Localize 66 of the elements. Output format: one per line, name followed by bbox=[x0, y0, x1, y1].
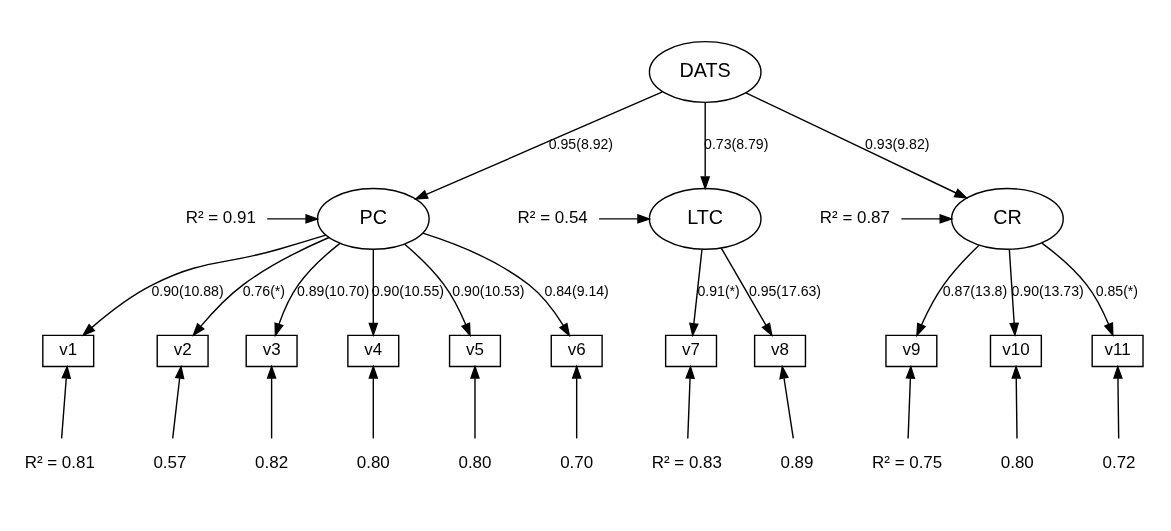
arrow bbox=[905, 364, 916, 440]
arrow bbox=[1011, 364, 1022, 440]
arrow bbox=[779, 364, 794, 440]
node-text: 0.80 bbox=[1000, 453, 1034, 473]
edge-label: 0.91(*) bbox=[697, 282, 740, 299]
edge-label: 0.84(9.14) bbox=[544, 282, 609, 299]
arrow bbox=[368, 248, 379, 337]
arrow bbox=[192, 236, 330, 337]
arrow bbox=[598, 213, 652, 224]
node-box: v7 bbox=[664, 334, 718, 368]
node-text: R² = 0.91 bbox=[185, 208, 256, 228]
arrow bbox=[368, 364, 379, 440]
edge-label: 0.87(13.8) bbox=[942, 282, 1008, 299]
node-text: 0.57 bbox=[153, 453, 187, 473]
arrow bbox=[685, 364, 695, 440]
edge-label: 0.90(10.88) bbox=[151, 282, 224, 299]
edge-label: 0.76(*) bbox=[242, 282, 286, 299]
arrow bbox=[745, 92, 969, 199]
node-box: v3 bbox=[245, 334, 298, 368]
node-text: 0.80 bbox=[356, 453, 390, 473]
arrow bbox=[274, 242, 341, 338]
arrow bbox=[470, 364, 480, 440]
arrow bbox=[571, 364, 582, 440]
edge-label: 0.95(8.92) bbox=[548, 135, 614, 152]
node-text: R² = 0.54 bbox=[517, 208, 588, 228]
arrow bbox=[689, 249, 703, 338]
node-ellipse: DATS bbox=[648, 40, 762, 104]
arrow bbox=[1041, 242, 1114, 338]
node-box: v4 bbox=[347, 334, 400, 368]
arrow bbox=[720, 247, 773, 337]
node-text: R² = 0.83 bbox=[651, 453, 722, 473]
node-text: 0.80 bbox=[458, 453, 492, 473]
node-box: v11 bbox=[1091, 334, 1144, 368]
arrow bbox=[422, 232, 571, 338]
edge-label: 0.93(9.82) bbox=[865, 135, 930, 152]
node-box: v1 bbox=[42, 334, 95, 368]
node-box: v9 bbox=[885, 334, 938, 368]
edge-label: 0.95(17.63) bbox=[748, 282, 822, 299]
arrow bbox=[172, 364, 185, 440]
node-text: 0.70 bbox=[560, 453, 594, 473]
arrow bbox=[413, 91, 664, 200]
node-box: v10 bbox=[989, 334, 1043, 368]
node-box: v8 bbox=[753, 334, 807, 368]
arrow bbox=[700, 101, 711, 191]
node-text: 0.82 bbox=[255, 453, 289, 473]
edge-label: 0.85(*) bbox=[1095, 282, 1139, 299]
arrow bbox=[1008, 248, 1020, 337]
node-text: 0.72 bbox=[1102, 453, 1136, 473]
node-text: R² = 0.87 bbox=[819, 208, 890, 228]
edge-label: 0.90(10.53) bbox=[452, 282, 525, 299]
node-text: R² = 0.81 bbox=[24, 453, 95, 473]
arrow bbox=[266, 213, 320, 224]
arrow bbox=[60, 364, 72, 440]
arrow bbox=[1112, 364, 1123, 440]
node-text: 0.89 bbox=[780, 453, 814, 473]
edge-label: 0.89(10.70) bbox=[296, 282, 370, 299]
edge-label: 0.90(13.73) bbox=[1011, 282, 1084, 299]
node-box: v6 bbox=[550, 334, 603, 368]
node-text: R² = 0.75 bbox=[872, 453, 943, 473]
node-box: v2 bbox=[156, 334, 209, 368]
node-box: v5 bbox=[448, 334, 502, 368]
arrow bbox=[900, 213, 954, 224]
arrow bbox=[916, 244, 980, 338]
arrow bbox=[266, 364, 277, 440]
node-ellipse: LTC bbox=[648, 187, 762, 250]
arrow bbox=[81, 234, 327, 337]
